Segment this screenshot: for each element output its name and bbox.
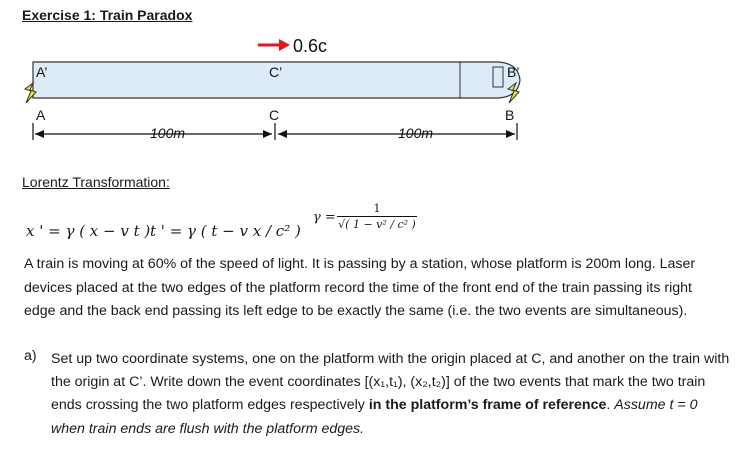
question-emphasis: in the platform’s frame of reference xyxy=(368,397,607,414)
train-mid-label: C’ xyxy=(269,64,282,80)
equation-x-prime: x ' = γ ( x − v t ) xyxy=(26,222,151,240)
gamma-denominator: √( 1 − v² / c² ) xyxy=(338,218,416,231)
platform-right-label: B xyxy=(505,107,514,123)
gamma-fraction: 1 √( 1 − v² / c² ) xyxy=(337,202,417,231)
lorentz-label: Lorentz Transformation: xyxy=(22,174,170,190)
gamma-numerator: 1 xyxy=(373,202,381,215)
left-laser-icon xyxy=(23,81,37,104)
left-distance-label: 100m xyxy=(150,125,185,141)
train-diagram: 0.6c A’ C’ B’ A C B 100m 100m xyxy=(23,36,521,141)
platform-mid-label: C xyxy=(269,107,279,123)
question-text: Set up two coordinate systems, one on th… xyxy=(51,348,731,441)
velocity-arrow-icon xyxy=(258,39,290,51)
speed-label: 0.6c xyxy=(293,36,327,56)
gamma-fraction-bar xyxy=(337,216,417,217)
left-dimension-arrow xyxy=(35,130,272,138)
right-laser-icon xyxy=(506,81,520,104)
question-letter: a) xyxy=(24,348,37,364)
train-right-label: B’ xyxy=(507,64,519,80)
exercise-title: Exercise 1: Train Paradox xyxy=(22,7,193,23)
train-left-label: A’ xyxy=(36,64,47,80)
train-window xyxy=(492,66,504,88)
equation-t-prime: t ' = γ ( t − v x / c² ) xyxy=(150,222,301,240)
question-text-main: Set up two coordinate systems, one on th… xyxy=(51,351,730,414)
question-assumption: Assume t = 0 when train ends are flush w… xyxy=(51,397,698,437)
problem-paragraph: A train is moving at 60% of the speed of… xyxy=(24,256,696,320)
question-period: . xyxy=(606,397,615,414)
right-dimension-arrow xyxy=(278,130,515,138)
platform-left-label: A xyxy=(36,107,46,123)
train-body xyxy=(32,61,521,99)
right-distance-label: 100m xyxy=(398,125,433,141)
gamma-lhs: γ = xyxy=(313,210,336,225)
